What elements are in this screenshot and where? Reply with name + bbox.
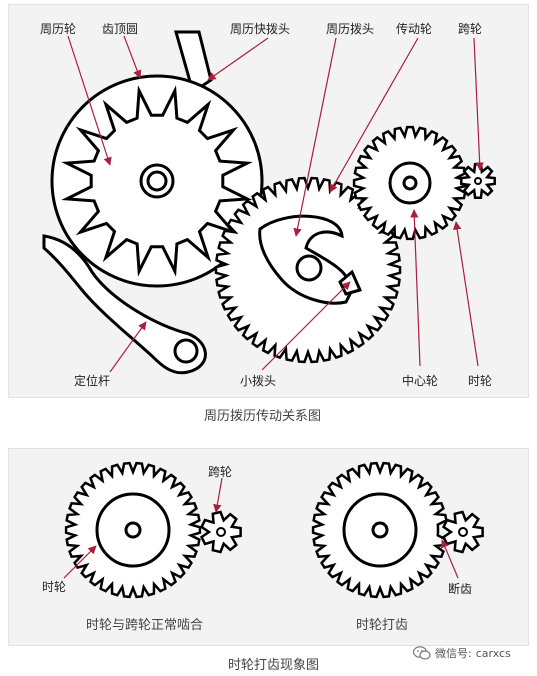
hour-wheel-left-hub [124, 521, 142, 539]
caption-bottom-diagram: 时轮打齿现象图 [228, 658, 320, 673]
bridge-wheel-right-hub [458, 527, 468, 537]
label-hour-wheel-bottom: 时轮 [42, 580, 67, 594]
caption-tooth-strike: 时轮打齿 [356, 618, 409, 633]
label-positioning-lever: 定位杆 [74, 374, 111, 388]
leader-center-wheel [410, 209, 421, 367]
leader-calendar-wheel [67, 35, 112, 166]
leader-fast-pusher [207, 37, 269, 81]
leader-bridge-wheel-top [473, 37, 484, 171]
label-center-wheel: 中心轮 [402, 374, 439, 388]
bridge-wheel-left-hub [216, 527, 226, 537]
bridge-wheel-top-hub [474, 177, 482, 185]
center-wheel-hub [402, 175, 418, 191]
watermark-prefix: 微信号: [435, 647, 472, 660]
leader-small-pusher [261, 281, 351, 371]
hour-wheel-right-hub [371, 521, 389, 539]
watermark-account: carxcs [475, 646, 511, 660]
leader-broken-tooth [441, 539, 459, 579]
calendar-pusher-pivot [295, 254, 323, 282]
caption-normal-mesh: 时轮与跨轮正常啮合 [86, 618, 204, 633]
wechat-icon [413, 645, 431, 660]
label-bridge-wheel-top: 跨轮 [458, 22, 483, 36]
leader-tooth-tip-circle [123, 35, 142, 79]
positioning-lever-shape [42, 234, 207, 375]
leader-bridge-wheel-bottom [213, 477, 223, 513]
leader-transmission-wheel [329, 37, 419, 193]
label-hour-wheel-top: 时轮 [468, 374, 493, 388]
leader-positioning-lever [109, 321, 147, 373]
caption-top-diagram: 周历拨历传动关系图 [204, 409, 322, 424]
watermark: 微信号:carxcs [413, 645, 511, 661]
label-calendar-pusher: 周历拨头 [326, 22, 375, 36]
label-calendar-wheel: 周历轮 [40, 22, 77, 36]
label-small-pusher: 小拨头 [240, 374, 277, 388]
label-bridge-wheel-bottom: 跨轮 [208, 465, 233, 479]
leader-calendar-pusher [293, 37, 337, 237]
calendar-wheel-hub-inner [146, 170, 168, 192]
leader-hour-wheel-bottom [63, 545, 97, 579]
positioning-lever-pivot [173, 338, 199, 364]
leader-hour-wheel-top [452, 221, 479, 367]
label-broken-tooth: 断齿 [448, 582, 473, 596]
label-tooth-tip-circle: 齿顶圆 [102, 22, 139, 36]
label-calendar-fast-pusher: 周历快拨头 [230, 22, 291, 36]
label-transmission-wheel: 传动轮 [396, 22, 433, 36]
